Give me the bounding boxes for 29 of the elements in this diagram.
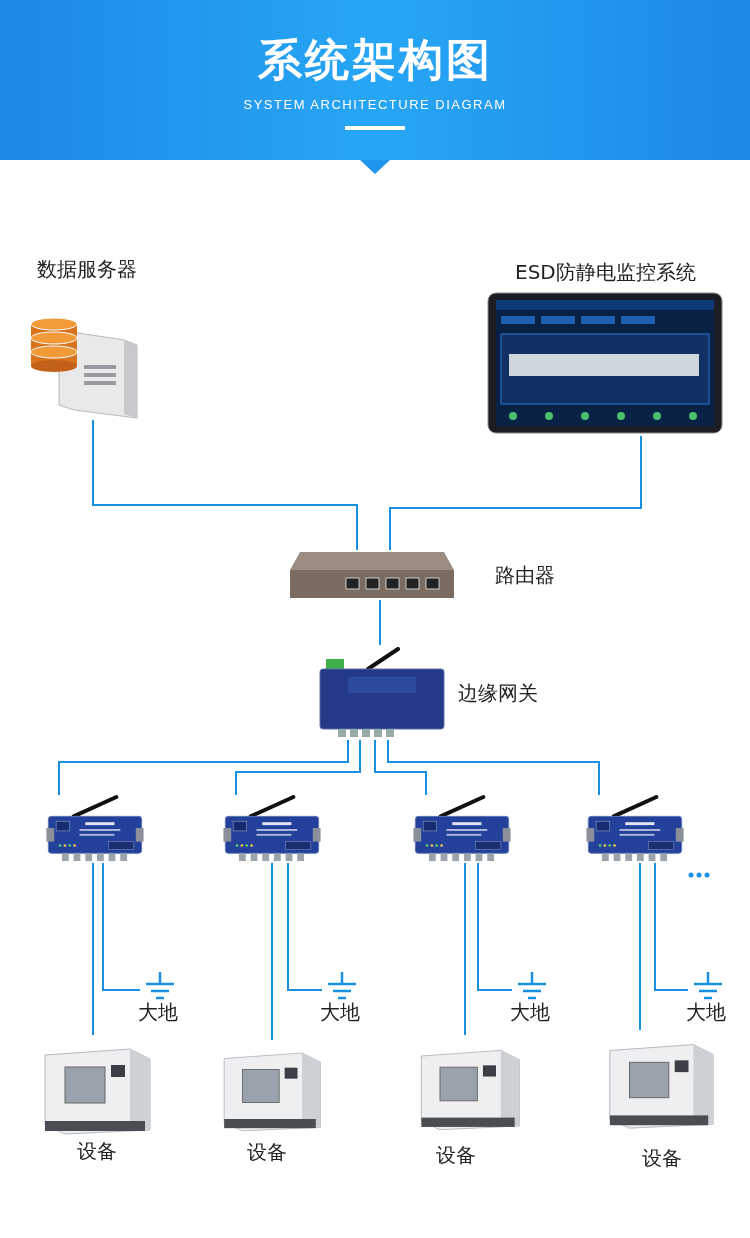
connector-line bbox=[374, 739, 427, 796]
subtitle: SYSTEM ARCHITECTURE DIAGRAM bbox=[242, 97, 508, 112]
title: 系统架构图 bbox=[256, 33, 494, 87]
connector-line bbox=[102, 862, 141, 991]
connector-line bbox=[464, 862, 466, 1036]
connector-line bbox=[654, 862, 689, 991]
connector-line bbox=[271, 862, 273, 1041]
connector-line bbox=[235, 739, 361, 796]
node-label: 大地 bbox=[510, 1000, 550, 1024]
node-label: 设备 bbox=[77, 1139, 117, 1163]
connector-line bbox=[92, 419, 358, 551]
connector-line bbox=[477, 862, 513, 991]
connector-line bbox=[379, 599, 381, 646]
connector-line bbox=[387, 739, 600, 796]
node-label: 设备 bbox=[436, 1143, 476, 1167]
node-label: 路由器 bbox=[495, 563, 555, 587]
node-label: ESD防静电监控系统 bbox=[515, 260, 696, 284]
node-label: 设备 bbox=[642, 1146, 682, 1170]
node-label: 设备 bbox=[247, 1140, 287, 1164]
connector-line bbox=[389, 435, 642, 551]
node-label: 数据服务器 bbox=[37, 257, 137, 281]
connector-line bbox=[92, 862, 94, 1036]
connector-line bbox=[58, 739, 349, 796]
node-label: 边缘网关 bbox=[458, 681, 538, 705]
node-label: 大地 bbox=[138, 1000, 178, 1024]
node-label: 大地 bbox=[686, 1000, 726, 1024]
connector-line bbox=[639, 862, 641, 1031]
node-label: 大地 bbox=[320, 1000, 360, 1024]
connector-line bbox=[287, 862, 323, 991]
